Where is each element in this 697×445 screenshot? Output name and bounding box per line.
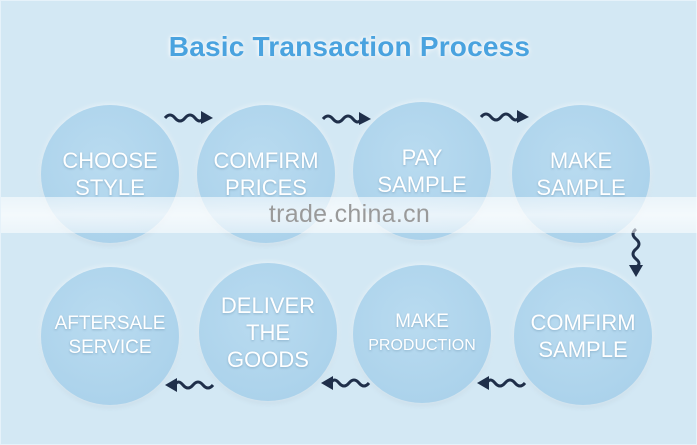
step-label-line: SERVICE — [68, 337, 152, 358]
step-label-line: COMFIRM — [530, 310, 636, 335]
squiggle-arrow-right-icon — [321, 112, 371, 125]
step-label-line: GOODS — [227, 346, 309, 372]
step-label-line: STYLE — [75, 175, 145, 200]
step-label-line: DELIVER — [220, 292, 316, 318]
watermark-band — [1, 197, 697, 233]
squiggle-arrow-down-icon — [629, 227, 643, 277]
step-aftersale-service: AFTERSALE SERVICE — [41, 267, 179, 405]
step-confirm-sample: COMFIRM SAMPLE — [514, 267, 652, 405]
step-label-line: SAMPLE — [538, 337, 628, 362]
step-label-line: AFTERSALE — [54, 313, 166, 334]
step-label-line: PRICES — [225, 175, 307, 200]
squiggle-arrow-right-icon — [163, 111, 213, 124]
watermark-text: trade.china.cn — [268, 200, 431, 228]
squiggle-arrow-left-icon — [165, 378, 215, 392]
squiggle-arrow-right-icon — [479, 110, 529, 123]
squiggle-arrow-left-icon — [477, 376, 527, 390]
squiggle-arrow-left-icon — [321, 376, 371, 390]
step-deliver-goods: DELIVER THE GOODS — [199, 263, 337, 401]
step-label-line: CHOOSE — [62, 148, 158, 173]
step-make-production: MAKE PRODUCTION — [353, 265, 491, 403]
step-label-line: MAKE — [549, 148, 613, 173]
step-label-line: SAMPLE — [377, 172, 467, 197]
step-label-line: THE — [246, 319, 290, 345]
step-label-line: PRODUCTION — [368, 337, 476, 354]
step-label-line: SAMPLE — [536, 175, 626, 200]
diagram-title: Basic Transaction Process — [168, 31, 531, 62]
step-label-line: PAY — [401, 145, 443, 170]
step-label-line: COMFIRM — [213, 148, 319, 173]
step-label-line: MAKE — [395, 311, 449, 332]
